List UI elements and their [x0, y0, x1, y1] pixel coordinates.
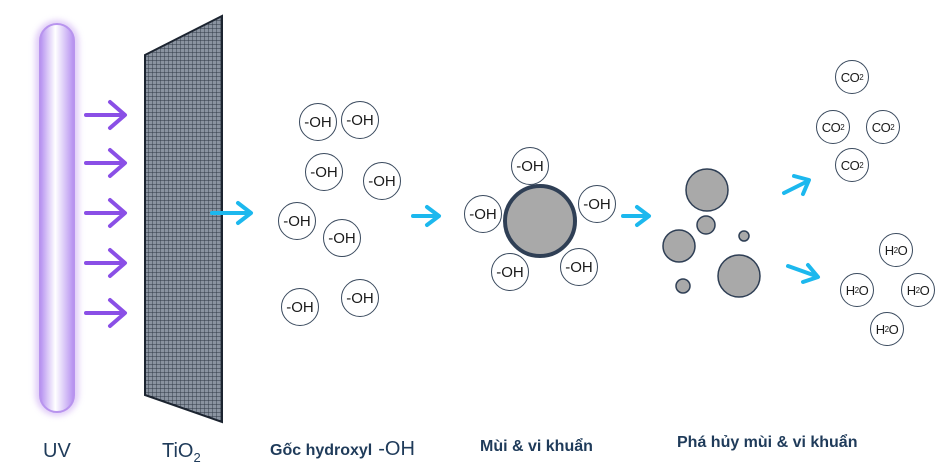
hydroxyl-molecule: -OH [511, 147, 549, 185]
uv-arrow-2 [84, 148, 127, 178]
odor-bacteria-label: Mùi & vi khuẩn [480, 438, 593, 455]
uv-arrow-5 [84, 298, 127, 328]
uv-arrow-1 [84, 100, 127, 130]
fragment [675, 278, 691, 294]
hydroxyl-molecule: -OH [560, 248, 598, 286]
hydroxyl-molecule: -OH [278, 202, 316, 240]
hydroxyl-molecule: -OH [363, 162, 401, 200]
fragment [662, 229, 696, 263]
tio2-label-sub: 2 [193, 450, 201, 465]
hydroxyl-molecule: -OH [578, 185, 616, 223]
tio2-label-main: TiO [162, 440, 194, 462]
flow-arrow-h2o [786, 263, 820, 284]
hydroxyl-molecule: -OH [281, 288, 319, 326]
tio2-filter [144, 14, 223, 424]
hydroxyl-molecule: -OH [464, 195, 502, 233]
hydroxyl-molecule: -OH [323, 219, 361, 257]
flow-arrow-3 [621, 205, 651, 227]
flow-arrows [210, 174, 820, 284]
destroy-label: Phá hủy mùi & vi khuẩn [677, 434, 858, 451]
destroyed-fragments [662, 168, 761, 298]
fragment [738, 230, 750, 242]
uv-arrows [84, 100, 127, 328]
fragment [717, 254, 761, 298]
flow-arrow-2 [411, 205, 441, 227]
flow-arrow-co2 [782, 174, 811, 196]
hydroxyl-label: Gốc hydroxyl -OH [270, 438, 415, 461]
hydroxyl-molecule: -OH [341, 279, 379, 317]
uv-arrow-3 [84, 198, 127, 228]
flow-arrow-1 [210, 201, 253, 225]
hydroxyl-molecule: -OH [491, 253, 529, 291]
uv-lamp [35, 20, 79, 416]
fragment [685, 168, 729, 212]
hydroxyl-label-text: Gốc hydroxyl [270, 442, 373, 459]
uv-arrow-4 [84, 248, 127, 278]
odor-bacteria-particle [503, 184, 577, 258]
hydroxyl-label-formula: -OH [378, 438, 415, 460]
uv-label: UV [43, 440, 71, 462]
tio2-label: TiO2 [162, 440, 201, 465]
fragment [696, 215, 716, 235]
hydroxyl-molecule: -OH [305, 153, 343, 191]
hydroxyl-molecule: -OH [299, 103, 337, 141]
hydroxyl-molecule: -OH [341, 101, 379, 139]
